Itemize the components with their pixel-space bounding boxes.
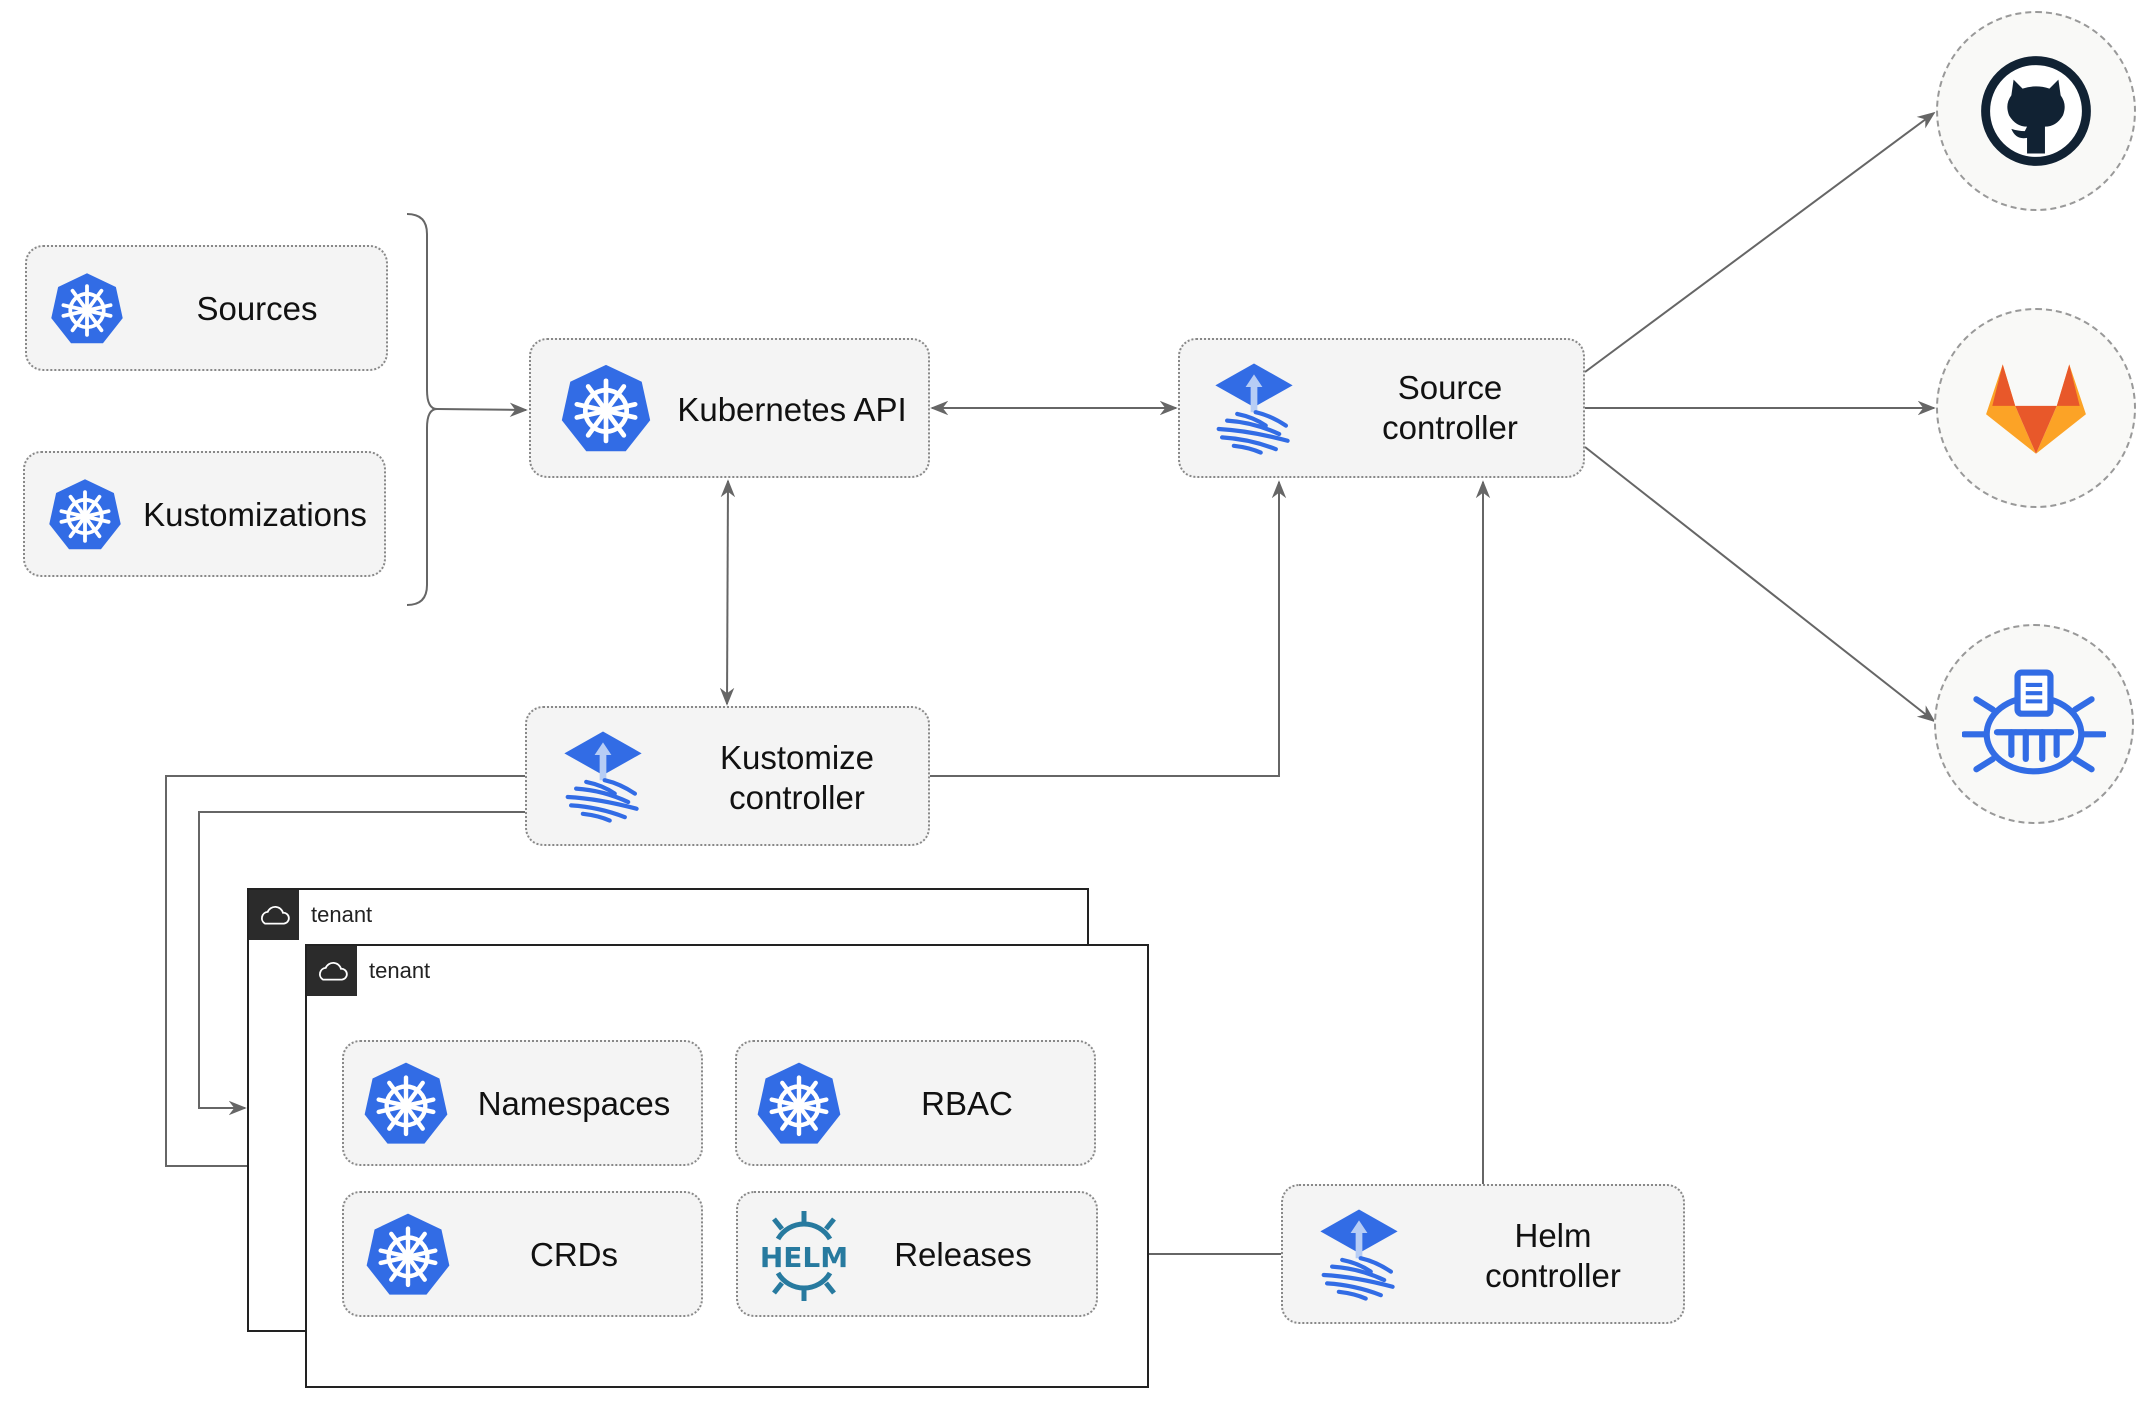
helm-repository-source[interactable] xyxy=(1934,624,2134,824)
edge-bracket-to-kubernetes-api xyxy=(436,402,528,418)
namespaces-node[interactable]: Namespaces xyxy=(342,1040,703,1166)
kustomize-controller-node[interactable]: Kustomize controller xyxy=(525,706,930,846)
helm-controller-node[interactable]: Helm controller xyxy=(1281,1184,1685,1324)
cloud-icon xyxy=(314,958,350,985)
node-label: Kustomizations xyxy=(143,496,367,533)
node-label: Sources xyxy=(196,290,318,327)
edge-kubernetes-api-kustomize-controller xyxy=(719,479,736,706)
rbac-node[interactable]: RBAC xyxy=(735,1040,1096,1166)
tenant-header xyxy=(249,890,299,940)
gitlab-source[interactable] xyxy=(1936,308,2136,508)
node-label: Kubernetes API xyxy=(677,391,907,428)
flux-icon xyxy=(1212,352,1296,464)
kubernetes-icon xyxy=(364,1211,452,1299)
sources-node[interactable]: Sources xyxy=(25,245,388,371)
node-label: CRDs xyxy=(530,1236,618,1273)
edge-kustomize-to-tenant-back xyxy=(198,811,525,1116)
node-label: RBAC xyxy=(921,1085,1013,1122)
edge-kustomize-to-tenant-front xyxy=(165,775,525,1174)
github-icon xyxy=(1981,56,2091,166)
tenant-label: tenant xyxy=(311,902,373,927)
node-label: Namespaces xyxy=(477,1085,671,1122)
github-source[interactable] xyxy=(1936,11,2136,211)
helm-repository-icon xyxy=(1962,669,2106,775)
flux-icon xyxy=(561,720,645,832)
edge-source-to-helm-repo xyxy=(1584,446,1936,723)
node-label: Kustomize controller xyxy=(719,739,875,816)
source-controller-node[interactable]: Source controller xyxy=(1178,338,1585,478)
svg-text:HELM: HELM xyxy=(760,1241,848,1274)
edge-source-to-github xyxy=(1584,111,1936,373)
node-label: Source controller xyxy=(1382,369,1518,446)
kubernetes-icon xyxy=(49,271,125,347)
flux-icon xyxy=(1317,1198,1401,1310)
node-label: Helm controller xyxy=(1485,1217,1621,1294)
kubernetes-icon xyxy=(755,1060,843,1148)
edge-kustomize-to-source-controller xyxy=(930,480,1287,777)
kubernetes-icon xyxy=(559,362,653,456)
tenant-front[interactable]: tenant xyxy=(305,944,1149,1388)
cloud-icon xyxy=(256,902,292,929)
crds-node[interactable]: CRDs xyxy=(342,1191,703,1317)
tenant-label: tenant xyxy=(369,958,431,983)
kustomizations-node[interactable]: Kustomizations xyxy=(23,451,386,577)
bracket xyxy=(406,213,438,606)
kubernetes-api-node[interactable]: Kubernetes API xyxy=(529,338,930,478)
kubernetes-icon xyxy=(47,477,123,553)
helm-icon: HELM xyxy=(760,1211,848,1301)
gitlab-icon xyxy=(1986,364,2086,454)
kubernetes-icon xyxy=(362,1060,450,1148)
node-label: Releases xyxy=(894,1236,1032,1273)
releases-node[interactable]: HELM Releases xyxy=(736,1191,1098,1317)
tenant-header xyxy=(307,946,357,996)
